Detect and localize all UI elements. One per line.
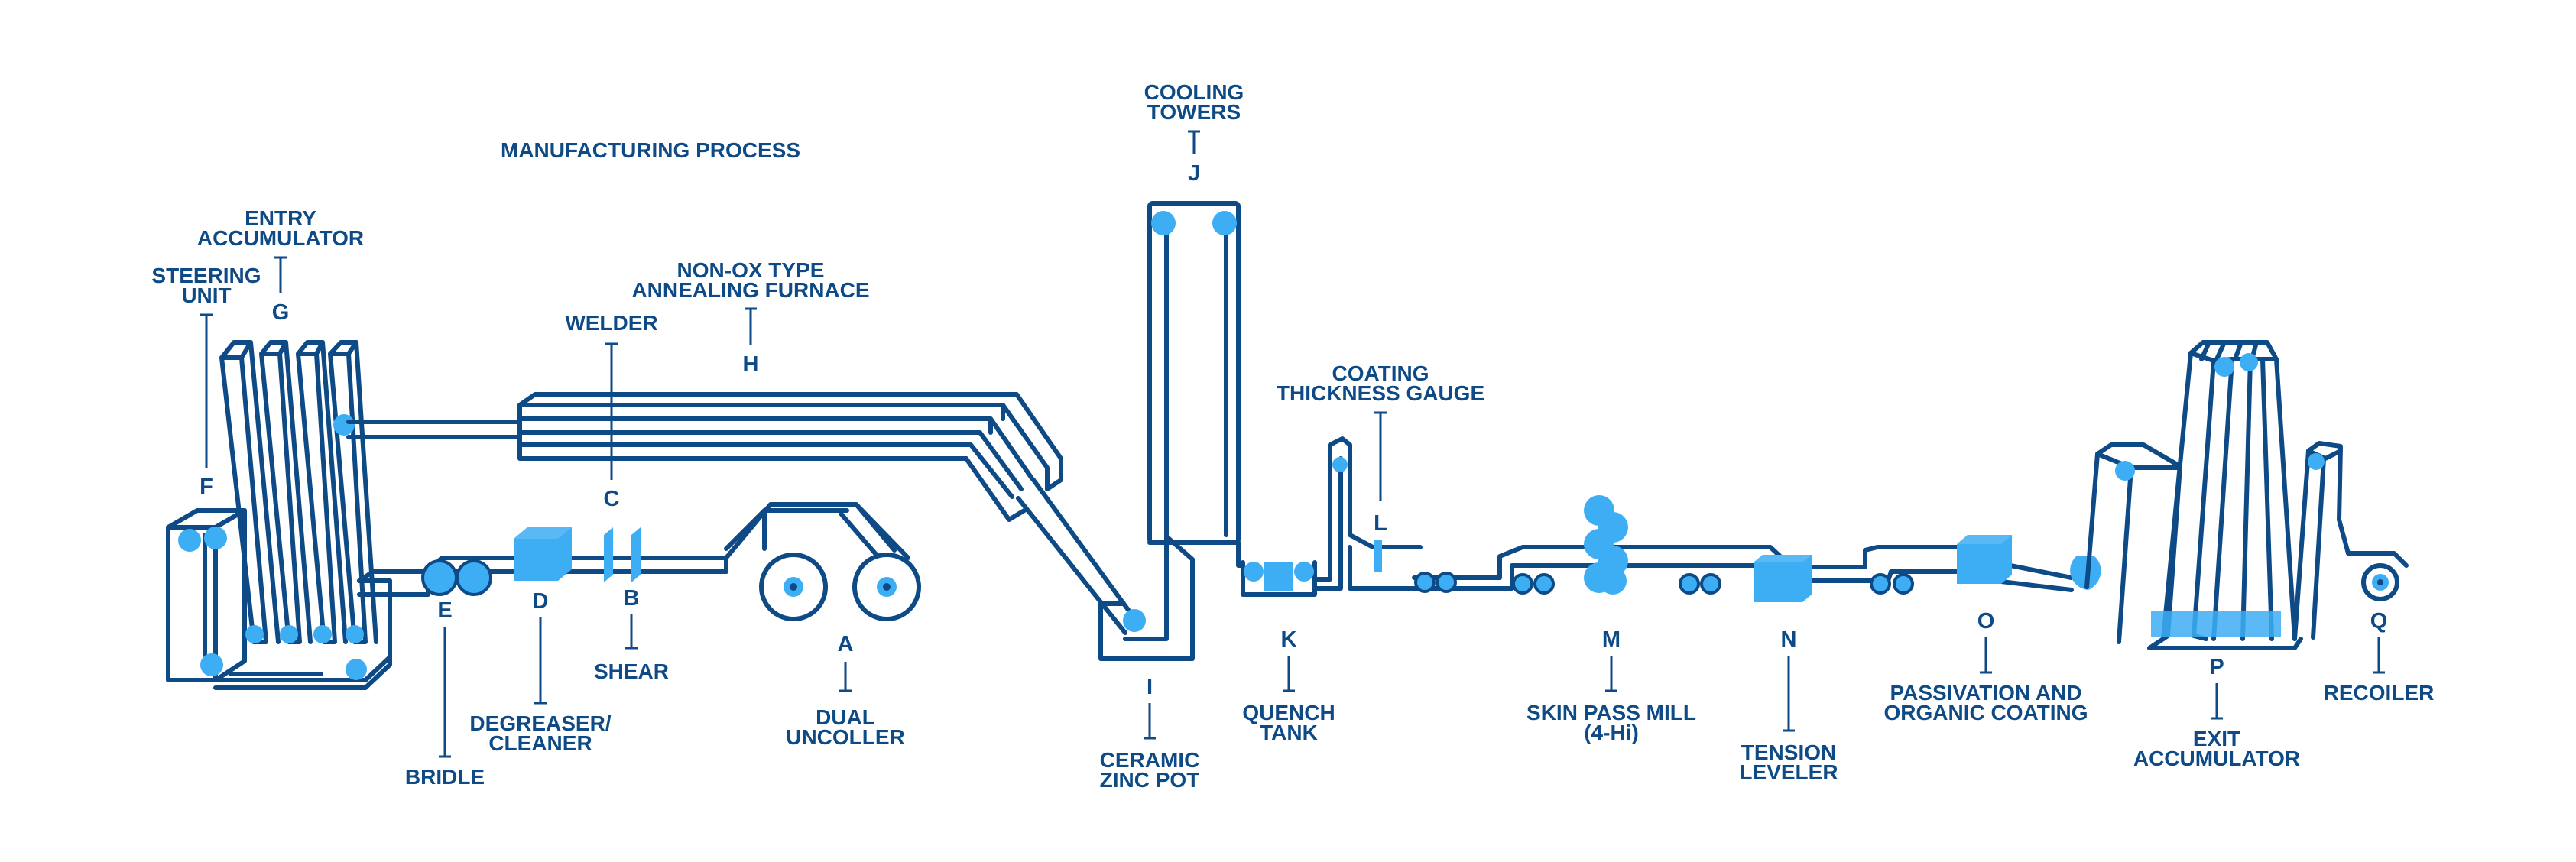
- station-f: STEERING UNIT F: [151, 264, 261, 499]
- recoiler-machine: [2292, 441, 2409, 641]
- station-j-label-2: TOWERS: [1147, 100, 1241, 124]
- station-k-label-2: TANK: [1260, 721, 1318, 744]
- station-h-letter: H: [743, 352, 759, 377]
- station-c-label-1: WELDER: [565, 311, 657, 335]
- entry-frame: [200, 578, 392, 690]
- station-b-letter: B: [624, 586, 640, 611]
- station-f-label-1: STEERING: [151, 264, 261, 287]
- station-d-label-2: CLEANER: [488, 731, 592, 755]
- station-p-letter: P: [2209, 655, 2224, 679]
- station-g-label-2: ACCUMULATOR: [197, 226, 364, 250]
- station-o-label-1: PASSIVATION AND: [1890, 681, 2082, 705]
- station-e-label-1: BRIDLE: [405, 765, 485, 789]
- station-c-letter: C: [604, 487, 620, 511]
- station-q-label-1: RECOILER: [2324, 681, 2435, 705]
- quench-tank-machine: [1241, 560, 1317, 597]
- station-j: COOLING TOWERS J: [1144, 80, 1244, 186]
- station-h: NON-OX TYPE ANNEALING FURNACE H: [631, 258, 869, 377]
- station-c: WELDER C: [565, 311, 657, 511]
- dual-uncoiler-machine: [759, 553, 921, 621]
- station-g: ENTRY ACCUMULATOR G: [197, 206, 364, 325]
- station-i-label-2: ZINC POT: [1100, 768, 1200, 792]
- tension-leveler-machine: [1679, 555, 1812, 602]
- station-a-letter: A: [838, 632, 854, 656]
- station-d: D DEGREASER/ CLEANER: [469, 589, 611, 755]
- station-m-label-1: SKIN PASS MILL: [1526, 701, 1696, 724]
- station-q: Q RECOILER: [2324, 609, 2435, 705]
- station-b: B SHEAR: [594, 586, 669, 683]
- station-o-letter: O: [1977, 609, 1995, 634]
- station-m-letter: M: [1602, 627, 1621, 652]
- station-i: I CERAMIC ZINC POT: [1100, 675, 1200, 792]
- station-h-label-1: NON-OX TYPE: [677, 258, 825, 282]
- station-k-letter: K: [1281, 627, 1297, 652]
- station-k: K QUENCH TANK: [1242, 627, 1335, 744]
- page-title: MANUFACTURING PROCESS: [501, 138, 800, 162]
- exit-accumulator-machine: [2084, 340, 2303, 650]
- station-d-letter: D: [533, 589, 549, 614]
- station-l-letter: L: [1374, 511, 1387, 536]
- exit-tower-machine: [1312, 436, 1423, 591]
- cooling-towers-machine: [1147, 201, 1241, 545]
- cleaning-line: [357, 502, 910, 597]
- station-k-label-1: QUENCH: [1242, 701, 1335, 724]
- station-j-letter: J: [1188, 161, 1200, 186]
- station-o-label-2: ORGANIC COATING: [1883, 701, 2088, 724]
- station-p-label-2: ACCUMULATOR: [2133, 747, 2300, 770]
- station-o: O PASSIVATION AND ORGANIC COATING: [1883, 609, 2088, 724]
- station-g-label-1: ENTRY: [245, 206, 316, 230]
- station-e: E BRIDLE: [405, 598, 485, 789]
- station-n-letter: N: [1781, 627, 1797, 652]
- station-h-label-2: ANNEALING FURNACE: [631, 278, 869, 302]
- zinc-pot-machine: [1098, 534, 1195, 661]
- passivation-coating-machine: [1863, 535, 2101, 595]
- station-b-label-1: SHEAR: [594, 659, 669, 683]
- station-i-letter: I: [1147, 675, 1153, 699]
- steering-unit-machine: [166, 508, 247, 682]
- station-i-label-1: CERAMIC: [1100, 748, 1200, 772]
- station-a-label-1: DUAL: [816, 705, 875, 729]
- station-a: A DUAL UNCOLLER: [786, 632, 905, 749]
- station-m: M SKIN PASS MILL (4-Hi): [1526, 627, 1696, 744]
- equipment: [166, 201, 2409, 690]
- station-g-letter: G: [272, 300, 290, 325]
- station-f-label-2: UNIT: [181, 284, 231, 307]
- station-a-label-2: UNCOLLER: [786, 725, 905, 749]
- station-n-label-1: TENSION: [1741, 740, 1836, 764]
- station-n-label-2: LEVELER: [1739, 760, 1838, 784]
- station-d-label-1: DEGREASER/: [469, 711, 611, 735]
- annealing-furnace-machine: [517, 392, 1143, 635]
- station-e-letter: E: [437, 598, 452, 623]
- station-j-label-1: COOLING: [1144, 80, 1244, 104]
- station-l-label-1: COATING: [1332, 361, 1429, 385]
- station-m-label-2: (4-Hi): [1584, 721, 1639, 744]
- entry-accumulator-machine: [219, 340, 378, 644]
- station-l: COATING THICKNESS GAUGE L: [1277, 361, 1484, 536]
- station-l-label-2: THICKNESS GAUGE: [1277, 381, 1484, 405]
- station-p-label-1: EXIT: [2193, 727, 2240, 750]
- station-f-letter: F: [200, 475, 213, 499]
- station-q-letter: Q: [2370, 609, 2388, 634]
- station-p: P EXIT ACCUMULATOR: [2133, 655, 2300, 770]
- station-n: N TENSION LEVELER: [1739, 627, 1838, 784]
